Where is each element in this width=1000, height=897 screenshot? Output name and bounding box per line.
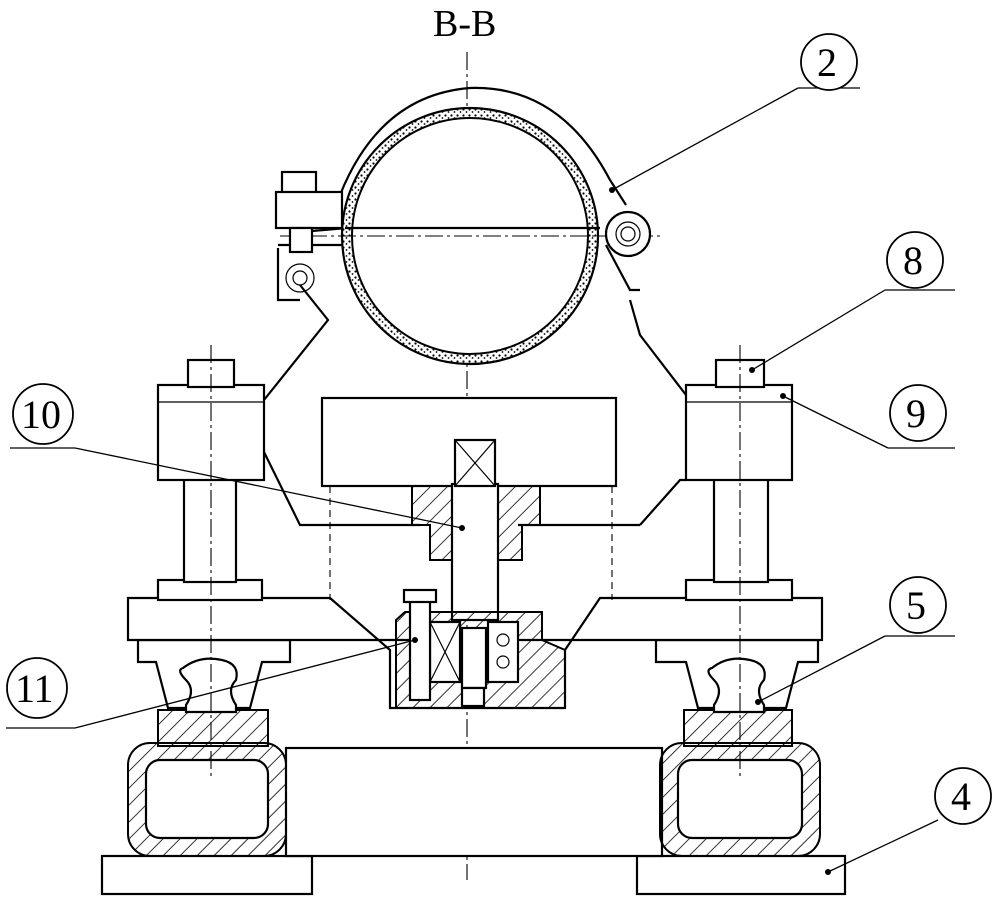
left-slider — [138, 640, 290, 712]
label-9: 9 — [890, 385, 946, 441]
label-5: 5 — [890, 577, 946, 633]
left-tube — [128, 743, 286, 856]
svg-text:2: 2 — [817, 40, 837, 85]
lead-screw — [452, 484, 498, 620]
svg-text:5: 5 — [906, 583, 926, 628]
right-guide-block — [686, 385, 792, 480]
clamp-assembly — [276, 88, 660, 364]
right-column — [714, 478, 768, 582]
svg-text:10: 10 — [21, 392, 61, 437]
right-slider — [656, 640, 818, 712]
label-11: 11 — [7, 658, 67, 718]
left-column — [184, 478, 236, 582]
svg-text:9: 9 — [906, 391, 926, 436]
label-8: 8 — [887, 232, 943, 288]
right-rail-pad — [684, 710, 792, 746]
section-title: B-B — [433, 3, 496, 45]
svg-text:11: 11 — [15, 666, 54, 711]
svg-text:4: 4 — [951, 774, 971, 819]
left-rail-pad — [158, 710, 268, 746]
center-base-block — [286, 748, 662, 856]
base-plates — [102, 856, 845, 894]
lower-bolt — [462, 688, 484, 706]
label-4: 4 — [935, 768, 991, 824]
svg-text:8: 8 — [903, 238, 923, 283]
label-10: 10 — [13, 384, 73, 444]
label-2: 2 — [801, 34, 857, 90]
